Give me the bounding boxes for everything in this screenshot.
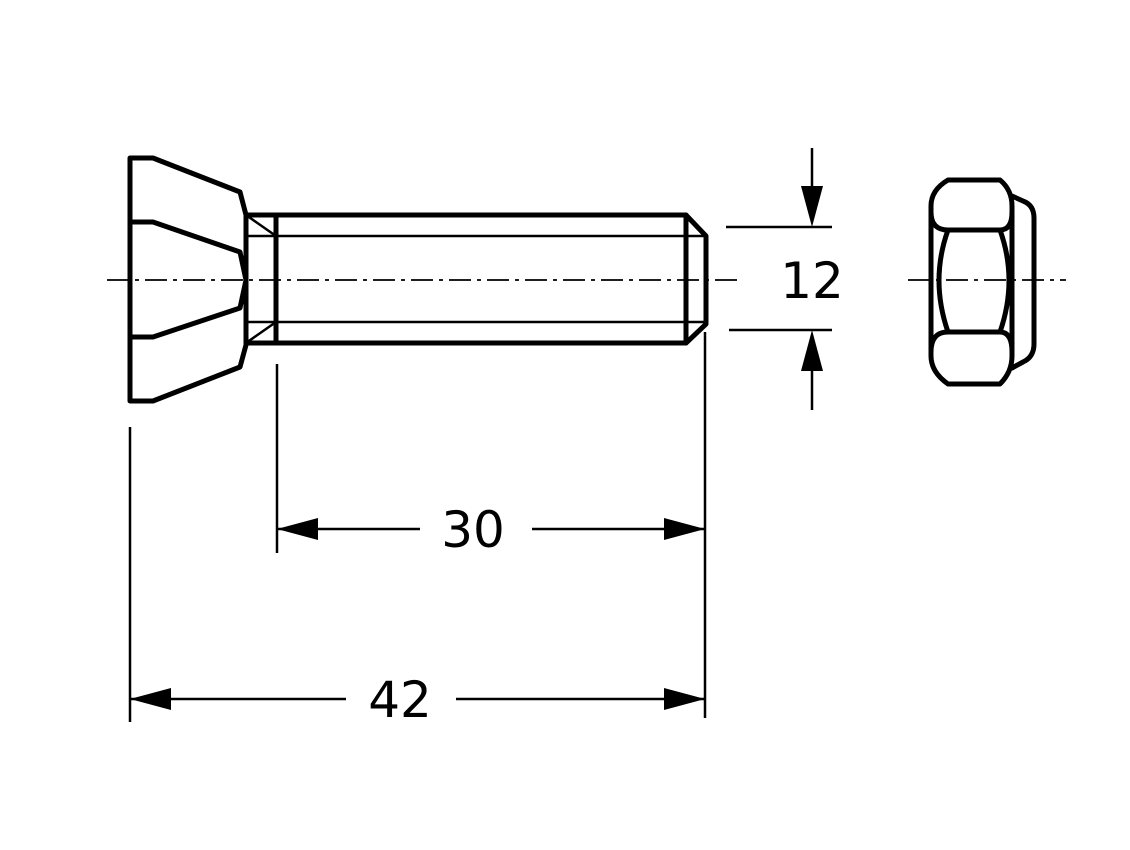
extension-lines bbox=[128, 225, 832, 722]
nut bbox=[928, 177, 1037, 387]
dimension-label-12: 12 bbox=[780, 252, 844, 310]
dimension-thread-length: 30 bbox=[277, 501, 705, 559]
dimension-total-length: 42 bbox=[130, 671, 705, 729]
bolt-shank bbox=[243, 212, 709, 346]
dimension-label-42: 42 bbox=[368, 671, 432, 729]
dimension-label-30: 30 bbox=[441, 501, 505, 559]
dimension-diameter: 12 bbox=[780, 148, 844, 410]
